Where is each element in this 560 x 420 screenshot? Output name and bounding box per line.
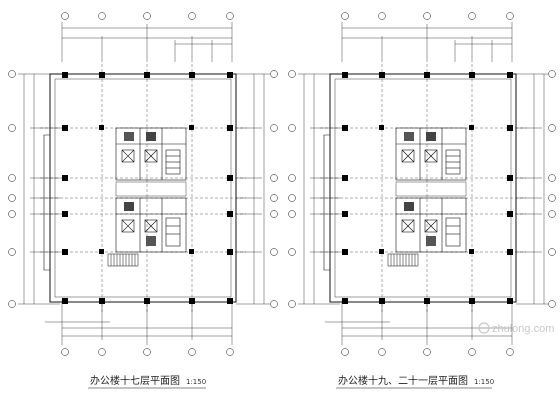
sheet-title: 办公楼十九、二十一层平面图 [338, 374, 468, 387]
watermark-logo-icon [478, 322, 490, 334]
core-upper [395, 127, 467, 181]
core-upper [115, 127, 187, 181]
sheet-title-left: 办公楼十七层平面图 1:150 [88, 374, 206, 389]
floor-outline [329, 73, 517, 303]
axis-bubbles [288, 12, 556, 356]
sheet-title-right: 办公楼十九、二十一层平面图 1:150 [336, 374, 494, 389]
top-dimension-lines [61, 22, 233, 62]
stair-treads [107, 253, 139, 267]
right-dimension-lines [236, 73, 270, 305]
bottom-dimension-lines [45, 300, 233, 345]
axis-bubbles [8, 12, 278, 356]
right-dimension-lines [516, 73, 548, 305]
left-dimension-lines [298, 73, 340, 305]
core-lower [115, 197, 187, 253]
stair-step-outline [323, 134, 330, 271]
sheet-scale: 1:150 [186, 378, 206, 386]
left-dimension-lines [18, 73, 60, 305]
core-corridor [395, 181, 467, 197]
floor-outline [49, 73, 237, 303]
grid-lines [320, 64, 526, 312]
floor-plan-right [288, 12, 556, 356]
watermark-text: zhulong.com [492, 323, 554, 335]
floor-plan-left [8, 12, 278, 356]
core-corridor [115, 181, 187, 197]
grid-lines [40, 64, 246, 312]
curtain-wall [334, 78, 512, 298]
curtain-wall [54, 78, 232, 298]
stair-treads [387, 253, 419, 267]
watermark: zhulong.com [478, 322, 554, 335]
sheet-scale: 1:150 [474, 378, 494, 386]
stair-step-outline [43, 134, 50, 271]
top-dimension-lines [341, 22, 513, 62]
structural-columns [62, 72, 233, 304]
core-lower [395, 197, 467, 253]
sheet-title: 办公楼十七层平面图 [90, 374, 180, 387]
structural-columns [342, 72, 513, 304]
